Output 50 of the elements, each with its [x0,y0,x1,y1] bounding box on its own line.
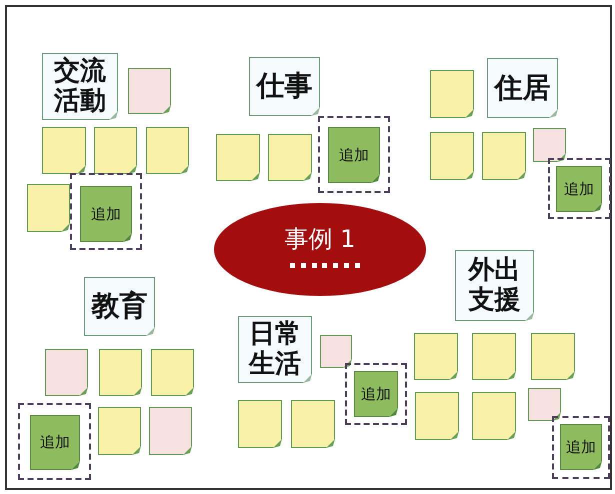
sticky-note [94,127,137,174]
note-label: 追加 [566,438,596,456]
category-label: 住居 [493,72,552,104]
sticky-note [472,333,516,380]
category-card [455,250,534,321]
sticky-note [146,127,189,174]
category-label: 仕事 [255,70,314,103]
sticky-note [430,132,474,180]
category-label: 教育 [90,290,148,323]
sticky-note [30,415,80,470]
sticky-note [268,134,312,181]
sticky-note [528,388,561,421]
note-label: 追加 [564,180,594,198]
sticky-note [556,166,602,212]
note-label: 追加 [339,146,369,164]
sticky-note [415,392,459,440]
category-card [249,57,320,116]
sticky-note [151,349,194,396]
category-card [42,53,118,120]
sticky-note [414,333,458,380]
note-label: 追加 [91,204,121,224]
sticky-note [238,400,282,448]
category-card [238,316,312,383]
sticky-note [328,127,380,183]
sticky-note [560,424,602,470]
sticky-note [45,349,88,396]
category-card [84,277,155,336]
sticky-note [533,128,566,162]
note-label: 追加 [361,384,391,404]
category-label: 外出支援 [467,256,522,316]
case-title: 事例 1 [284,224,356,255]
sticky-note [354,371,398,417]
sticky-note [291,400,335,448]
note-label: 追加 [40,433,70,452]
sticky-note [99,349,142,396]
sticky-note [42,127,86,174]
category-label: 交流活動 [52,56,107,116]
category-card [487,58,558,118]
sticky-note [27,184,70,232]
sticky-note [149,407,192,455]
sticky-note [216,134,260,181]
sticky-note [80,186,132,242]
sticky-note [472,392,516,440]
sticky-note [98,407,141,455]
sticky-note [128,68,171,114]
category-label: 日常生活 [248,320,302,380]
sticky-note [531,333,575,380]
sticky-note [430,70,474,118]
sticky-note [482,132,526,180]
sticky-note [320,335,352,368]
